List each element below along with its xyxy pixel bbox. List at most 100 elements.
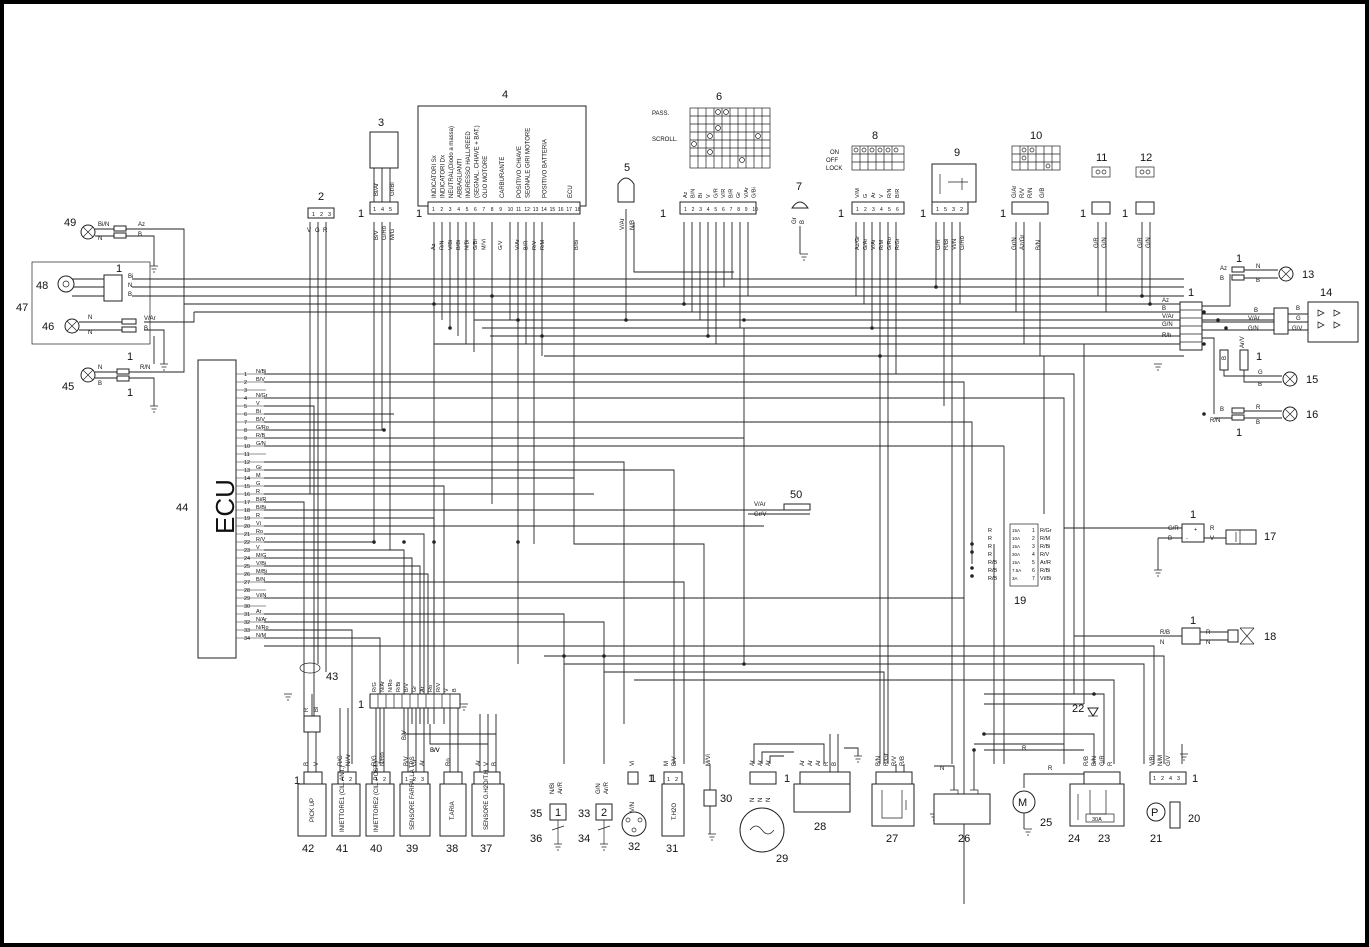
svg-text:1: 1 (784, 773, 790, 785)
svg-text:B: B (1220, 276, 1224, 282)
svg-text:20: 20 (1188, 813, 1200, 825)
svg-text:Ar: Ar (816, 760, 822, 766)
svg-text:Ar: Ar (766, 760, 772, 766)
fuse-input-wire: R/B (988, 560, 998, 566)
switch-6: 6 PASS. SCROLL. 1 1Az2B/N3Bi4V5G/R6V/R7B… (652, 91, 771, 220)
lamp-16: B R/N RB 16 1 (1210, 405, 1318, 439)
svg-text:G: G (1258, 370, 1263, 376)
svg-text:B/V: B/V (672, 756, 678, 766)
svg-text:G\V: G\V (1292, 326, 1302, 332)
ecu-wire-label: N/M (256, 633, 267, 639)
svg-text:B: B (1256, 278, 1260, 284)
svg-text:B: B (1222, 356, 1228, 360)
svg-text:15: 15 (1306, 374, 1318, 386)
ecu-pin-number: 5 (244, 404, 247, 410)
ecu-pin-number: 20 (244, 524, 250, 530)
switch-6-wire-label: Bi (698, 193, 704, 198)
dashboard-pin-number: 6 (474, 207, 477, 213)
dashboard-wire-label: R/M (540, 240, 546, 251)
svg-text:B: B (492, 762, 498, 766)
svg-text:41: 41 (336, 843, 348, 855)
svg-text:35: 35 (530, 808, 542, 820)
dashboard-function-label: POSITIVO CHIAVE (517, 146, 523, 198)
svg-text:Vi/N: Vi/N (952, 239, 958, 250)
dashboard-pin-number: 4 (457, 207, 460, 213)
svg-text:Az/Gr: Az/Gr (1020, 235, 1026, 250)
dashboard-function-label: ECU (568, 185, 574, 198)
lamp-45: 45 NB R/N 1 1 (62, 351, 150, 399)
svg-text:2: 2 (601, 807, 607, 819)
svg-text:1: 1 (1190, 509, 1196, 521)
svg-text:R/N: R/N (1028, 188, 1034, 198)
pickup-42: R Bi B V 1 PICK UP 42 (294, 694, 327, 855)
key-8-wire-label: R/Gr (895, 238, 901, 250)
ecu-pin-number: 15 (244, 484, 250, 490)
svg-text:G/R: G/R (936, 239, 942, 250)
svg-text:R/G: R/G (372, 755, 378, 766)
svg-text:2: 2 (320, 212, 323, 218)
key-8-pin-number: 5 (888, 207, 891, 213)
ecu-pin-number: 8 (244, 428, 247, 434)
svg-text:M/G: M/G (390, 228, 396, 240)
svg-text:B: B (1254, 308, 1258, 314)
connector-32: 1 Vi V/N 32 (621, 761, 654, 853)
svg-text:N: N (1206, 640, 1210, 646)
svg-text:4: 4 (381, 207, 384, 213)
svg-text:B/N: B/N (1036, 240, 1042, 250)
svg-text:+: + (1194, 527, 1197, 533)
switch-6-wire-label: V/Ar (744, 187, 750, 198)
svg-text:G/N: G/N (1248, 326, 1259, 332)
ecu-pin-number: 18 (244, 508, 250, 514)
svg-text:OFF: OFF (826, 158, 838, 164)
svg-text:Gr/N: Gr/N (1012, 237, 1018, 250)
ecu-pin-number: 34 (244, 636, 250, 642)
dashboard-pin-number: 9 (499, 207, 502, 213)
ecu-pin-number: 7 (244, 420, 247, 426)
svg-text:SENSORE FARFALLA TPS: SENSORE FARFALLA TPS (410, 756, 416, 830)
ecu-wire-label: M/G (256, 553, 266, 559)
svg-text:B/V: B/V (404, 756, 410, 766)
ecu-wire-label: V/Bi (256, 561, 266, 567)
fuse-number: 1 (1032, 528, 1035, 534)
svg-text:V/Ar: V/Ar (620, 218, 626, 230)
svg-text:N/B: N/B (630, 220, 636, 230)
dashboard-pin-number: 16 (558, 207, 564, 213)
fuse-input-wire: R (988, 536, 992, 542)
svg-text:R/B: R/B (900, 756, 906, 766)
svg-text:Az: Az (138, 222, 145, 228)
svg-text:29: 29 (776, 853, 788, 865)
svg-text:N/M: N/M (1158, 755, 1164, 766)
ecu-wire-label: N/Ar (256, 617, 267, 623)
svg-text:N: N (88, 315, 92, 321)
svg-text:V/N: V/N (630, 802, 636, 812)
ecu-wire-label: G (256, 481, 260, 487)
svg-text:24: 24 (1068, 833, 1080, 845)
svg-text:V: V (307, 228, 311, 234)
dashboard-pin-number: 5 (466, 207, 469, 213)
key-switch-8: 8 ON OFF LOCK 1 1V/MAz/Gr2GG/Ar3ArV/Ar4V… (826, 130, 905, 250)
ecu-wire-label: Vi/N (256, 593, 266, 599)
switch-12: 12 1 G/R G/N (1122, 152, 1155, 248)
fuse-input-wire: R/B (988, 568, 998, 574)
lamp-49: 49 Bi/NN AzB (64, 217, 145, 242)
lamp-15: B Ar/V 1 GB 15 (1219, 336, 1318, 388)
dashboard-wire-label: N/Bi (465, 240, 471, 250)
svg-text:R/V: R/V (892, 756, 898, 766)
svg-text:G/R: G/R (1138, 237, 1144, 248)
svg-text:B: B (144, 326, 148, 332)
ecu-wire-label: Vi (256, 521, 261, 527)
dashboard-function-label: CARBURANTE (500, 157, 506, 198)
svg-text:ON: ON (830, 150, 839, 156)
svg-text:B: B (800, 220, 806, 224)
ecu-pin-number: 1 (244, 372, 247, 378)
svg-text:B/N: B/N (1092, 756, 1098, 766)
relay-27: B/N R/Gr R/V R/B 27 (871, 753, 915, 845)
ecu-pin-number: 3 (244, 388, 247, 394)
switch-6-pin-number: 2 (692, 207, 695, 213)
key-8-wire-label: G (863, 194, 869, 198)
switch-6-wire-label: Az (683, 191, 689, 198)
svg-text:18: 18 (1264, 631, 1276, 643)
